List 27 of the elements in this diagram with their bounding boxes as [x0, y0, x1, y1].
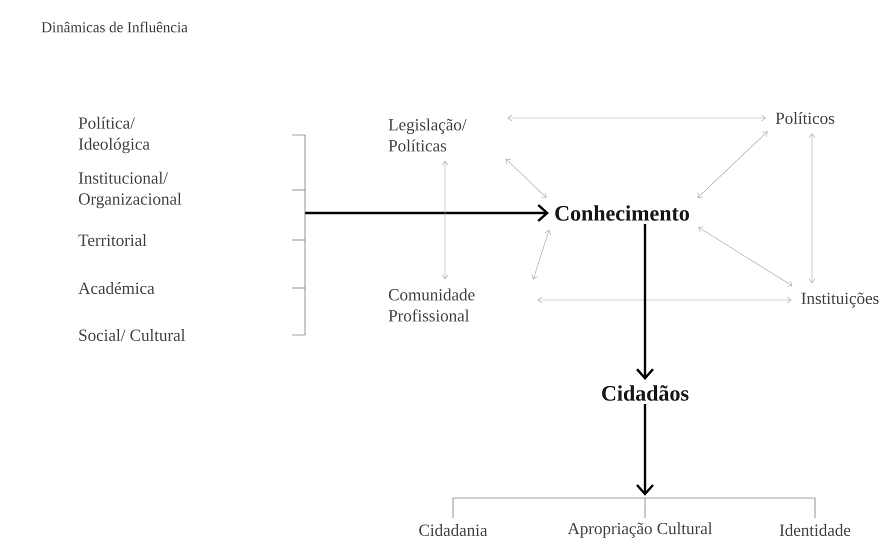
- arrow: [808, 133, 816, 284]
- text-label: Política/ Ideológica: [78, 116, 150, 154]
- node-label: Conhecimento: [555, 205, 689, 221]
- text-label: Social/ Cultural: [79, 329, 186, 341]
- text-label: Cidadania: [419, 524, 488, 536]
- text-label: Académica: [78, 282, 154, 294]
- arrow: [537, 296, 792, 304]
- bracket: [292, 134, 306, 336]
- node-label: Legislação/ Políticas: [388, 118, 467, 152]
- text-label: Institucional/ Organizacional: [78, 172, 182, 208]
- node-label: Instituições: [801, 292, 879, 308]
- node-label: Políticos: [776, 112, 834, 124]
- arrow: [697, 131, 768, 198]
- node-label: Cidadãos: [602, 385, 688, 401]
- text-label: Identidade: [780, 524, 850, 536]
- text-label: Territorial: [78, 234, 147, 246]
- arrow: [305, 204, 549, 222]
- arrow: [636, 404, 654, 496]
- arrow: [507, 114, 766, 122]
- bracket: [452, 498, 816, 518]
- node-label: Comunidade Profissional: [388, 288, 474, 322]
- arrow: [442, 160, 448, 280]
- title: Dinâmicas de Influência: [42, 22, 188, 32]
- arrow: [531, 230, 551, 280]
- arrow: [636, 224, 654, 380]
- arrow: [506, 158, 547, 198]
- arrow: [698, 226, 793, 287]
